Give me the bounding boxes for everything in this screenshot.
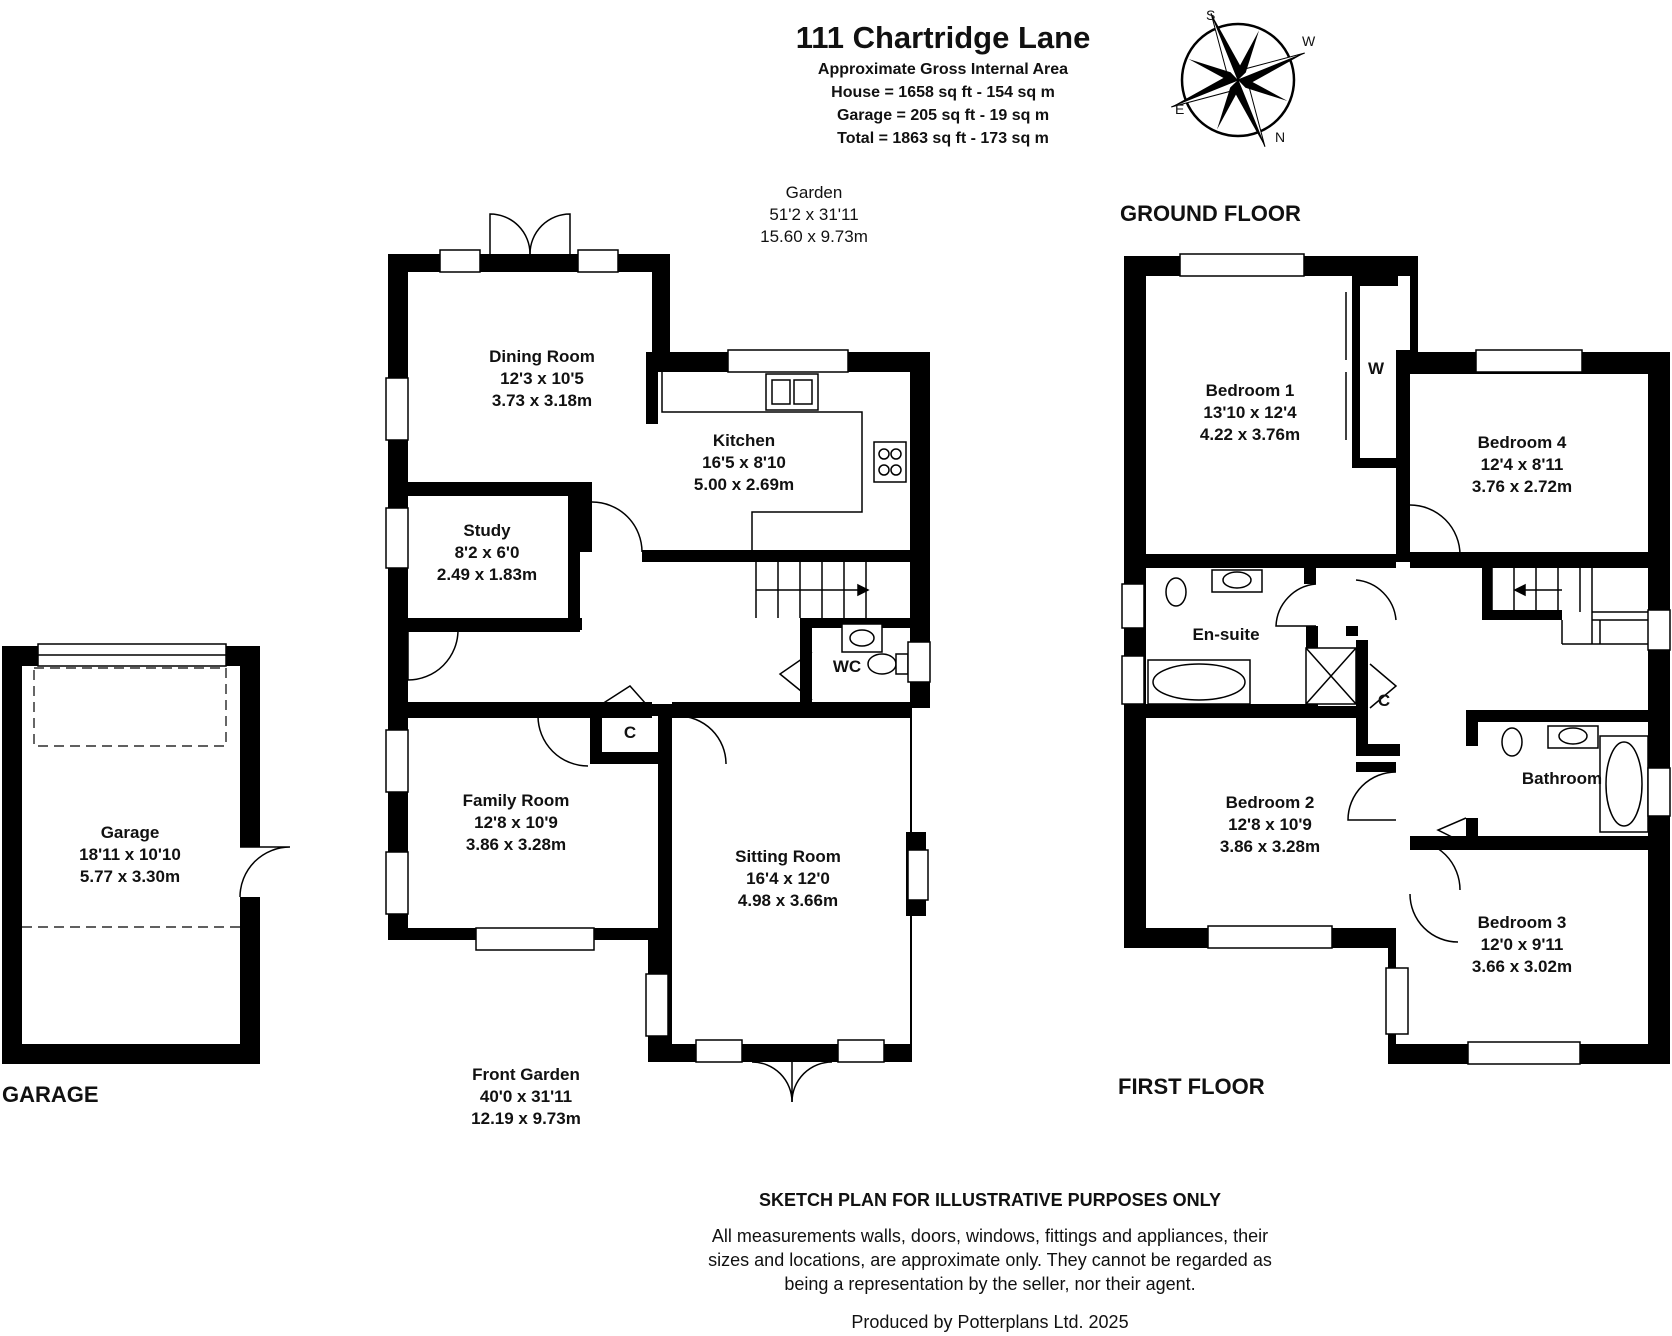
sitting-room-imperial: 16'4 x 12'0 — [746, 869, 830, 888]
bedroom4-name: Bedroom 4 — [1478, 433, 1567, 452]
bedroom2-name: Bedroom 2 — [1226, 793, 1315, 812]
kitchen-name: Kitchen — [713, 431, 775, 450]
garden-imperial: 51'2 x 31'11 — [769, 205, 858, 224]
family-room-imperial: 12'8 x 10'9 — [474, 813, 558, 832]
ground-floor-labels: Dining Room 12'3 x 10'5 3.73 x 3.18m Kit… — [437, 183, 868, 1128]
ground-cupboard-label: C — [624, 723, 636, 742]
bedroom3-imperial: 12'0 x 9'11 — [1481, 935, 1564, 954]
disclaimer-line-2: sizes and locations, are approximate onl… — [708, 1250, 1272, 1270]
producer-credit: Produced by Potterplans Ltd. 2025 — [851, 1312, 1128, 1332]
first-cupboard-label: C — [1378, 691, 1390, 710]
dining-room-metric: 3.73 x 3.18m — [492, 391, 592, 410]
kitchen-metric: 5.00 x 2.69m — [694, 475, 794, 494]
disclaimer-heading: SKETCH PLAN FOR ILLUSTRATIVE PURPOSES ON… — [759, 1190, 1221, 1210]
area-subtitle: Approximate Gross Internal Area — [818, 61, 1068, 78]
garage-room-imperial: 18'11 x 10'10 — [79, 845, 181, 864]
kitchen-imperial: 16'5 x 8'10 — [702, 453, 786, 472]
garage-area: Garage = 205 sq ft - 19 sq m — [837, 107, 1049, 124]
garden-name: Garden — [786, 183, 843, 202]
family-room-name: Family Room — [463, 791, 570, 810]
bedroom4-imperial: 12'4 x 8'11 — [1481, 455, 1564, 474]
first-floor-plan: W C — [1121, 253, 1671, 1065]
bedroom3-name: Bedroom 3 — [1478, 913, 1567, 932]
wc-label: WC — [833, 657, 861, 676]
garage-plan: Garage 18'11 x 10'10 5.77 x 3.30m — [2, 643, 291, 1064]
study-metric: 2.49 x 1.83m — [437, 565, 537, 584]
compass-n: N — [1275, 129, 1285, 145]
bedroom4-metric: 3.76 x 2.72m — [1472, 477, 1572, 496]
bathroom-name: Bathroom — [1522, 769, 1602, 788]
first-floor-label: FIRST FLOOR — [1118, 1074, 1265, 1099]
bedroom2-metric: 3.86 x 3.28m — [1220, 837, 1320, 856]
bedroom1-imperial: 13'10 x 12'4 — [1203, 403, 1297, 422]
ensuite-name: En-suite — [1192, 625, 1259, 644]
ground-floor-label: GROUND FLOOR — [1120, 201, 1301, 226]
compass-s: S — [1206, 7, 1215, 23]
compass-w: W — [1302, 33, 1316, 49]
compass-rose-icon: S W E N — [1171, 7, 1316, 147]
bedroom1-metric: 4.22 x 3.76m — [1200, 425, 1300, 444]
ground-floor-plan: C WC — [385, 213, 931, 1103]
garage-room-name: Garage — [101, 823, 160, 842]
garage-room-metric: 5.77 x 3.30m — [80, 867, 180, 886]
bedroom3-metric: 3.66 x 3.02m — [1472, 957, 1572, 976]
bedroom1-name: Bedroom 1 — [1206, 381, 1295, 400]
header: 111 Chartridge Lane Approximate Gross In… — [796, 20, 1091, 147]
sitting-room-name: Sitting Room — [735, 847, 841, 866]
family-room-metric: 3.86 x 3.28m — [466, 835, 566, 854]
compass-e: E — [1175, 101, 1184, 117]
front-garden-imperial: 40'0 x 31'11 — [480, 1087, 572, 1106]
wardrobe-label: W — [1368, 359, 1385, 378]
first-floor-labels: Bedroom 1 13'10 x 12'4 4.22 x 3.76m Bedr… — [1192, 381, 1602, 976]
total-area: Total = 1863 sq ft - 173 sq m — [837, 130, 1049, 147]
plan-title: 111 Chartridge Lane — [796, 20, 1091, 55]
study-imperial: 8'2 x 6'0 — [455, 543, 520, 562]
dining-room-imperial: 12'3 x 10'5 — [500, 369, 584, 388]
garage-floor-label: GARAGE — [2, 1082, 99, 1107]
disclaimer-line-3: being a representation by the seller, no… — [784, 1274, 1195, 1294]
front-garden-metric: 12.19 x 9.73m — [471, 1109, 581, 1128]
disclaimer: SKETCH PLAN FOR ILLUSTRATIVE PURPOSES ON… — [708, 1190, 1272, 1332]
house-area: House = 1658 sq ft - 154 sq m — [831, 84, 1055, 101]
bedroom2-imperial: 12'8 x 10'9 — [1228, 815, 1312, 834]
dining-room-name: Dining Room — [489, 347, 595, 366]
sitting-room-metric: 4.98 x 3.66m — [738, 891, 838, 910]
front-garden-name: Front Garden — [472, 1065, 580, 1084]
garden-metric: 15.60 x 9.73m — [760, 227, 868, 246]
study-name: Study — [463, 521, 511, 540]
disclaimer-line-1: All measurements walls, doors, windows, … — [712, 1226, 1268, 1246]
